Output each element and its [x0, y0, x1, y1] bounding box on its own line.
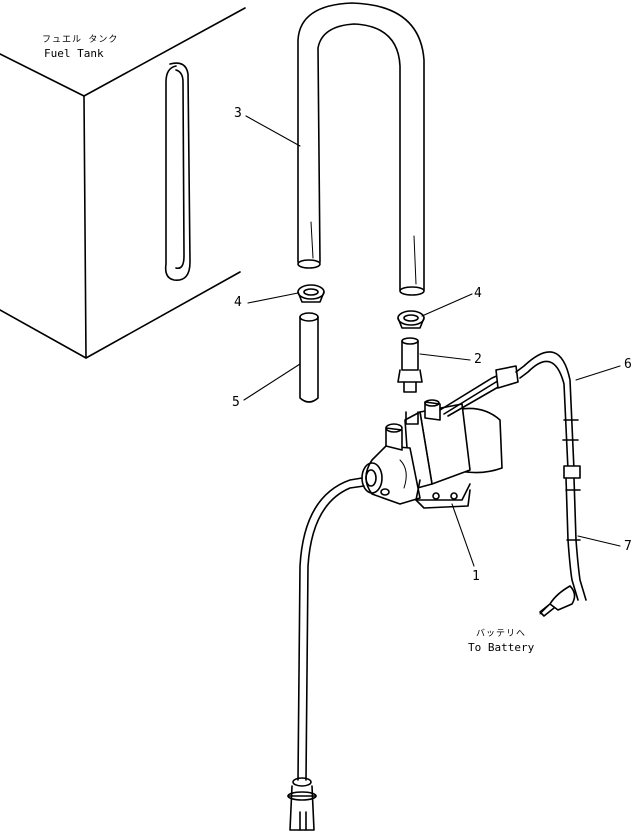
callout-6: 6 [624, 357, 632, 372]
leader-lines [243, 115, 621, 615]
fuel-tank-label-jp: フュエル タンク [42, 35, 119, 45]
battery-label-en: To Battery [468, 641, 535, 654]
fuel-pump [361, 399, 503, 509]
fuel-tank [0, 7, 246, 359]
callout-3: 3 [234, 106, 242, 121]
pipe-nipple [397, 337, 423, 393]
strainer [287, 785, 317, 831]
suction-hose [292, 477, 365, 787]
callout-4-left: 4 [234, 295, 242, 310]
u-hose [297, 2, 425, 296]
battery-label-jp: バッテリへ [476, 629, 527, 639]
short-pipe [299, 312, 319, 403]
hose-clamp-right [397, 310, 425, 329]
callout-2: 2 [474, 352, 482, 367]
callout-4-right: 4 [474, 286, 482, 301]
callout-5: 5 [232, 395, 240, 410]
callout-1: 1 [472, 569, 480, 584]
callout-7: 7 [624, 539, 632, 554]
harness-lower [539, 477, 587, 617]
fuel-tank-label-en: Fuel Tank [44, 47, 104, 60]
harness-upper [515, 351, 581, 479]
pump-lead-wires [439, 365, 519, 417]
hose-clamp-left [297, 284, 325, 303]
